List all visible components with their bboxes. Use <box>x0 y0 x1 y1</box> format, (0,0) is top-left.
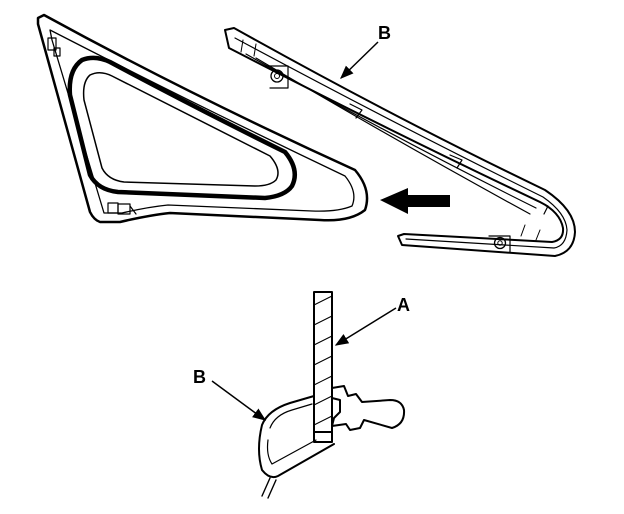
label-a-glass-leader <box>334 307 397 346</box>
molding-strip <box>224 27 576 257</box>
quarter-glass-panel <box>36 13 369 224</box>
installation-arrow-icon <box>380 188 450 214</box>
label-a-glass: A <box>397 295 410 315</box>
label-b-section-leader <box>211 380 267 421</box>
label-b-molding-leader <box>340 41 379 79</box>
label-b-section: B <box>193 367 206 387</box>
label-b-molding: B <box>378 23 391 43</box>
cross-section-detail <box>258 291 406 499</box>
